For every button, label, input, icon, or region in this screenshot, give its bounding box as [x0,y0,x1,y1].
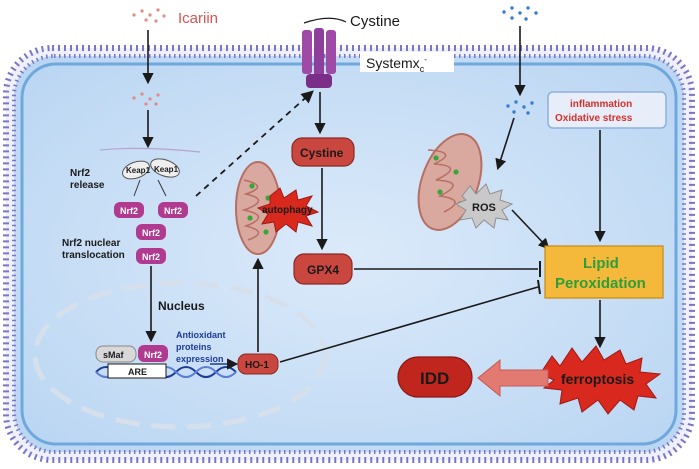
autophagy-label: autophagy [262,205,313,216]
inflammation-label: inflammation [570,99,632,110]
nrf2-proteins: Nrf2 Nrf2 Nrf2 Nrf2 [114,202,188,264]
nrf2-3-label: Nrf2 [142,228,160,238]
idd-label: IDD [420,369,449,388]
lipid-line2: Peroxidation [555,275,646,292]
labels-antioxidant-line-1: proteins [176,342,212,352]
ferroptosis-burst: ferroptosis [539,345,662,415]
cystine-top-label: Cystine [350,13,400,30]
ros-label: ROS [472,202,496,214]
nucleus: Nucleus [32,280,328,430]
icariin-group: Icariin [132,8,218,149]
ho1-node: HO-1 [237,353,279,375]
ho1-label: HO-1 [245,360,269,371]
ho1-inhibit-bar [537,279,541,295]
labels-antioxidant-line-2: expression [176,354,224,364]
ho1-inhibit-line [279,286,539,363]
icariin-dots-inside [132,92,160,106]
ferroptosis-label: ferroptosis [561,371,634,387]
stressor-to-ros-arrow [495,117,515,171]
icariin-dots [132,8,166,23]
nucleus-label: Nucleus [158,299,205,313]
smaf-label: sMaf [103,350,125,360]
ferroptosis-to-idd-arrow [477,358,549,398]
keap1-a-label: Keap1 [126,166,151,175]
ros-burst: ROS [454,183,514,229]
oxidative-stress-label: Oxidative stress [555,113,633,124]
systemxc-transporter [302,28,336,88]
cystine-node-label: Cystine [300,146,344,160]
nrf2-2-label: Nrf2 [164,206,182,216]
nrf2-complex-label: Nrf2 [144,350,162,360]
cystine-node: Cystine [291,137,355,167]
keap1-b-label: Keap1 [154,165,179,174]
icariin-label: Icariin [178,10,218,27]
labels-nrf2_release-line-1: release [70,180,105,191]
nrf2-release-label: Nrf2 release [70,168,105,191]
systemxc-label-box: Systemxc- [360,52,454,74]
autophagy-burst: autophagy [256,187,320,233]
are-label: ARE [128,367,147,377]
idd-node: IDD [397,356,473,398]
nrf2-4-label: Nrf2 [142,252,160,262]
stressor-dots-top [502,6,538,21]
cell-membrane [3,45,695,463]
gpx4-label: GPX4 [307,263,339,277]
labels-nrf2_nuclear-line-1: translocation [62,250,125,261]
cystine-pointer [303,17,347,24]
nrf2-to-systemxc-arrow [195,90,314,197]
lipid-peroxidation-box: Lipid Peroxidation [544,245,664,299]
lipid-line1: Lipid [583,255,619,272]
nrf2-nuclear-label: Nrf2 nuclear translocation [62,238,125,261]
ros-to-lipid-arrow [511,209,550,250]
nrf2-1-label: Nrf2 [120,206,138,216]
systemxc-label: Systemxc- [366,55,427,74]
keap1-complex: Keap1 Keap1 [99,147,201,197]
are-complex: sMaf Nrf2 ARE [95,345,168,379]
stressor-dots-inside [506,100,534,115]
inflammation-box: inflammation Oxidative stress [547,91,667,129]
gpx4-node: GPX4 [293,253,353,285]
